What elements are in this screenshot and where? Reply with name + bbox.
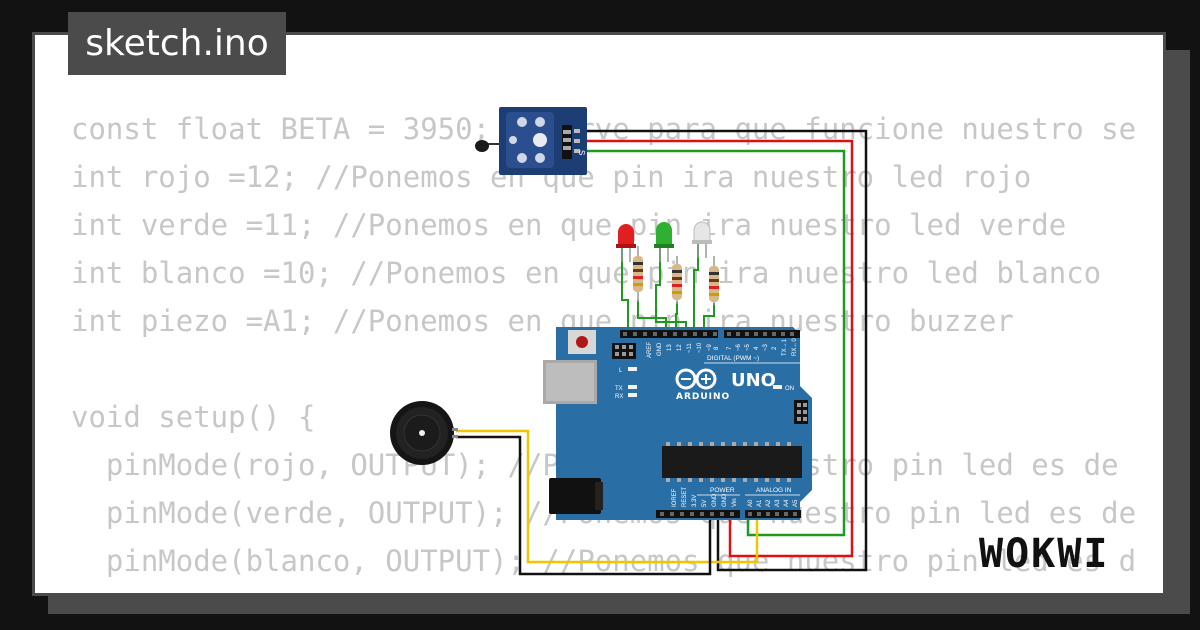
label-pin11: ~11 [687, 343, 693, 353]
power-header [656, 510, 740, 518]
arduino-uno-board[interactable]: UNO ARDUINO L TX RX ON AREF GND 13 12 ~1… [543, 327, 812, 520]
code-line: int verde =11; //Ponemos en que pin ira … [71, 208, 1067, 242]
board-brand: ARDUINO [676, 392, 730, 402]
label-pin2: 2 [772, 346, 778, 350]
code-line: int piezo =A1; //Ponemos en que pin ira … [71, 304, 1014, 338]
label-gnd-1: GND [712, 493, 718, 507]
led-white[interactable] [692, 221, 712, 258]
label-on: ON [785, 386, 794, 392]
wire-res-red [637, 300, 667, 330]
code-line: pinMode(blanco, OUTPUT); //Ponemos que n… [71, 585, 1136, 593]
wokwi-logo-text: WOKWI [979, 531, 1109, 577]
code-line: void setup() { [71, 400, 316, 434]
label-a2: A2 [766, 499, 772, 507]
label-5v: 5V [702, 500, 708, 507]
label-tx1: TX→1 [782, 338, 788, 356]
led-green[interactable] [654, 222, 674, 262]
sensor-pin-label: S [577, 150, 586, 155]
code-line: pinMode(blanco, OUTPUT); //Ponemos que n… [105, 544, 1136, 578]
resistor-1[interactable] [633, 246, 643, 302]
wire-black-buzzer [456, 435, 712, 576]
wire-res-white [703, 303, 715, 330]
label-pin12: 12 [677, 344, 683, 351]
led-red[interactable] [616, 224, 636, 262]
wire-led-green [655, 247, 687, 330]
wokwi-logo: WOKWI [979, 531, 1109, 577]
label-pin8: 8 [714, 346, 720, 350]
wire-black-sensor [578, 129, 868, 572]
resistor-3[interactable] [709, 256, 719, 305]
analog-header [745, 510, 801, 518]
wire-green-sensor [578, 149, 846, 537]
label-rx0: RX←0 [792, 338, 798, 356]
resistor-2[interactable] [672, 256, 682, 304]
label-3v3: 3.3V [692, 495, 698, 507]
label-pin4: 4 [754, 346, 760, 350]
piezo-buzzer[interactable] [390, 401, 458, 465]
label-power: POWER [710, 487, 735, 494]
label-analog-in: ANALOG IN [756, 487, 792, 494]
label-pin10: ~10 [697, 342, 703, 353]
label-aref: AREF [647, 342, 653, 358]
label-pin9: ~9 [707, 343, 713, 351]
label-ioref: IOREF [672, 488, 678, 507]
label-rx: RX [615, 394, 623, 400]
label-led-l: L [619, 368, 623, 374]
label-digital: DIGITAL (PWM ~) [707, 355, 759, 362]
label-reset: RESET [682, 487, 688, 507]
label-pin3: ~3 [763, 343, 769, 351]
power-jack [549, 478, 601, 514]
label-tx: TX [615, 386, 623, 392]
label-gnd-2: GND [722, 493, 728, 507]
arduino-logo-icon [675, 368, 717, 390]
atmega-chip [662, 446, 802, 478]
label-vin: Vin [732, 498, 738, 507]
ntc-temperature-sensor[interactable]: S [475, 107, 587, 175]
file-tab[interactable]: sketch.ino [68, 12, 286, 75]
label-pin13: 13 [667, 344, 673, 351]
label-gnd-top: GND [657, 342, 663, 356]
board-name: UNO [731, 370, 776, 391]
label-pin7: 7 [727, 346, 733, 350]
digital-header-left [620, 330, 718, 338]
label-a1: A1 [757, 499, 763, 507]
wire-led-red [621, 247, 629, 330]
label-a4: A4 [784, 499, 790, 507]
label-a0: A0 [748, 499, 754, 507]
label-pin5: ~5 [745, 343, 751, 351]
label-pin6: ~6 [736, 343, 742, 351]
code-line: int blanco =10; //Ponemos en que pin ira… [71, 256, 1102, 290]
digital-header-right [724, 330, 800, 338]
wire-res-green [675, 302, 678, 330]
label-a3: A3 [775, 499, 781, 507]
label-a5: A5 [793, 499, 799, 507]
wire-yellow-buzzer [456, 429, 759, 564]
wire-red-sensor [578, 139, 854, 558]
code-line: int rojo =12; //Ponemos en que pin ira n… [71, 160, 1032, 194]
